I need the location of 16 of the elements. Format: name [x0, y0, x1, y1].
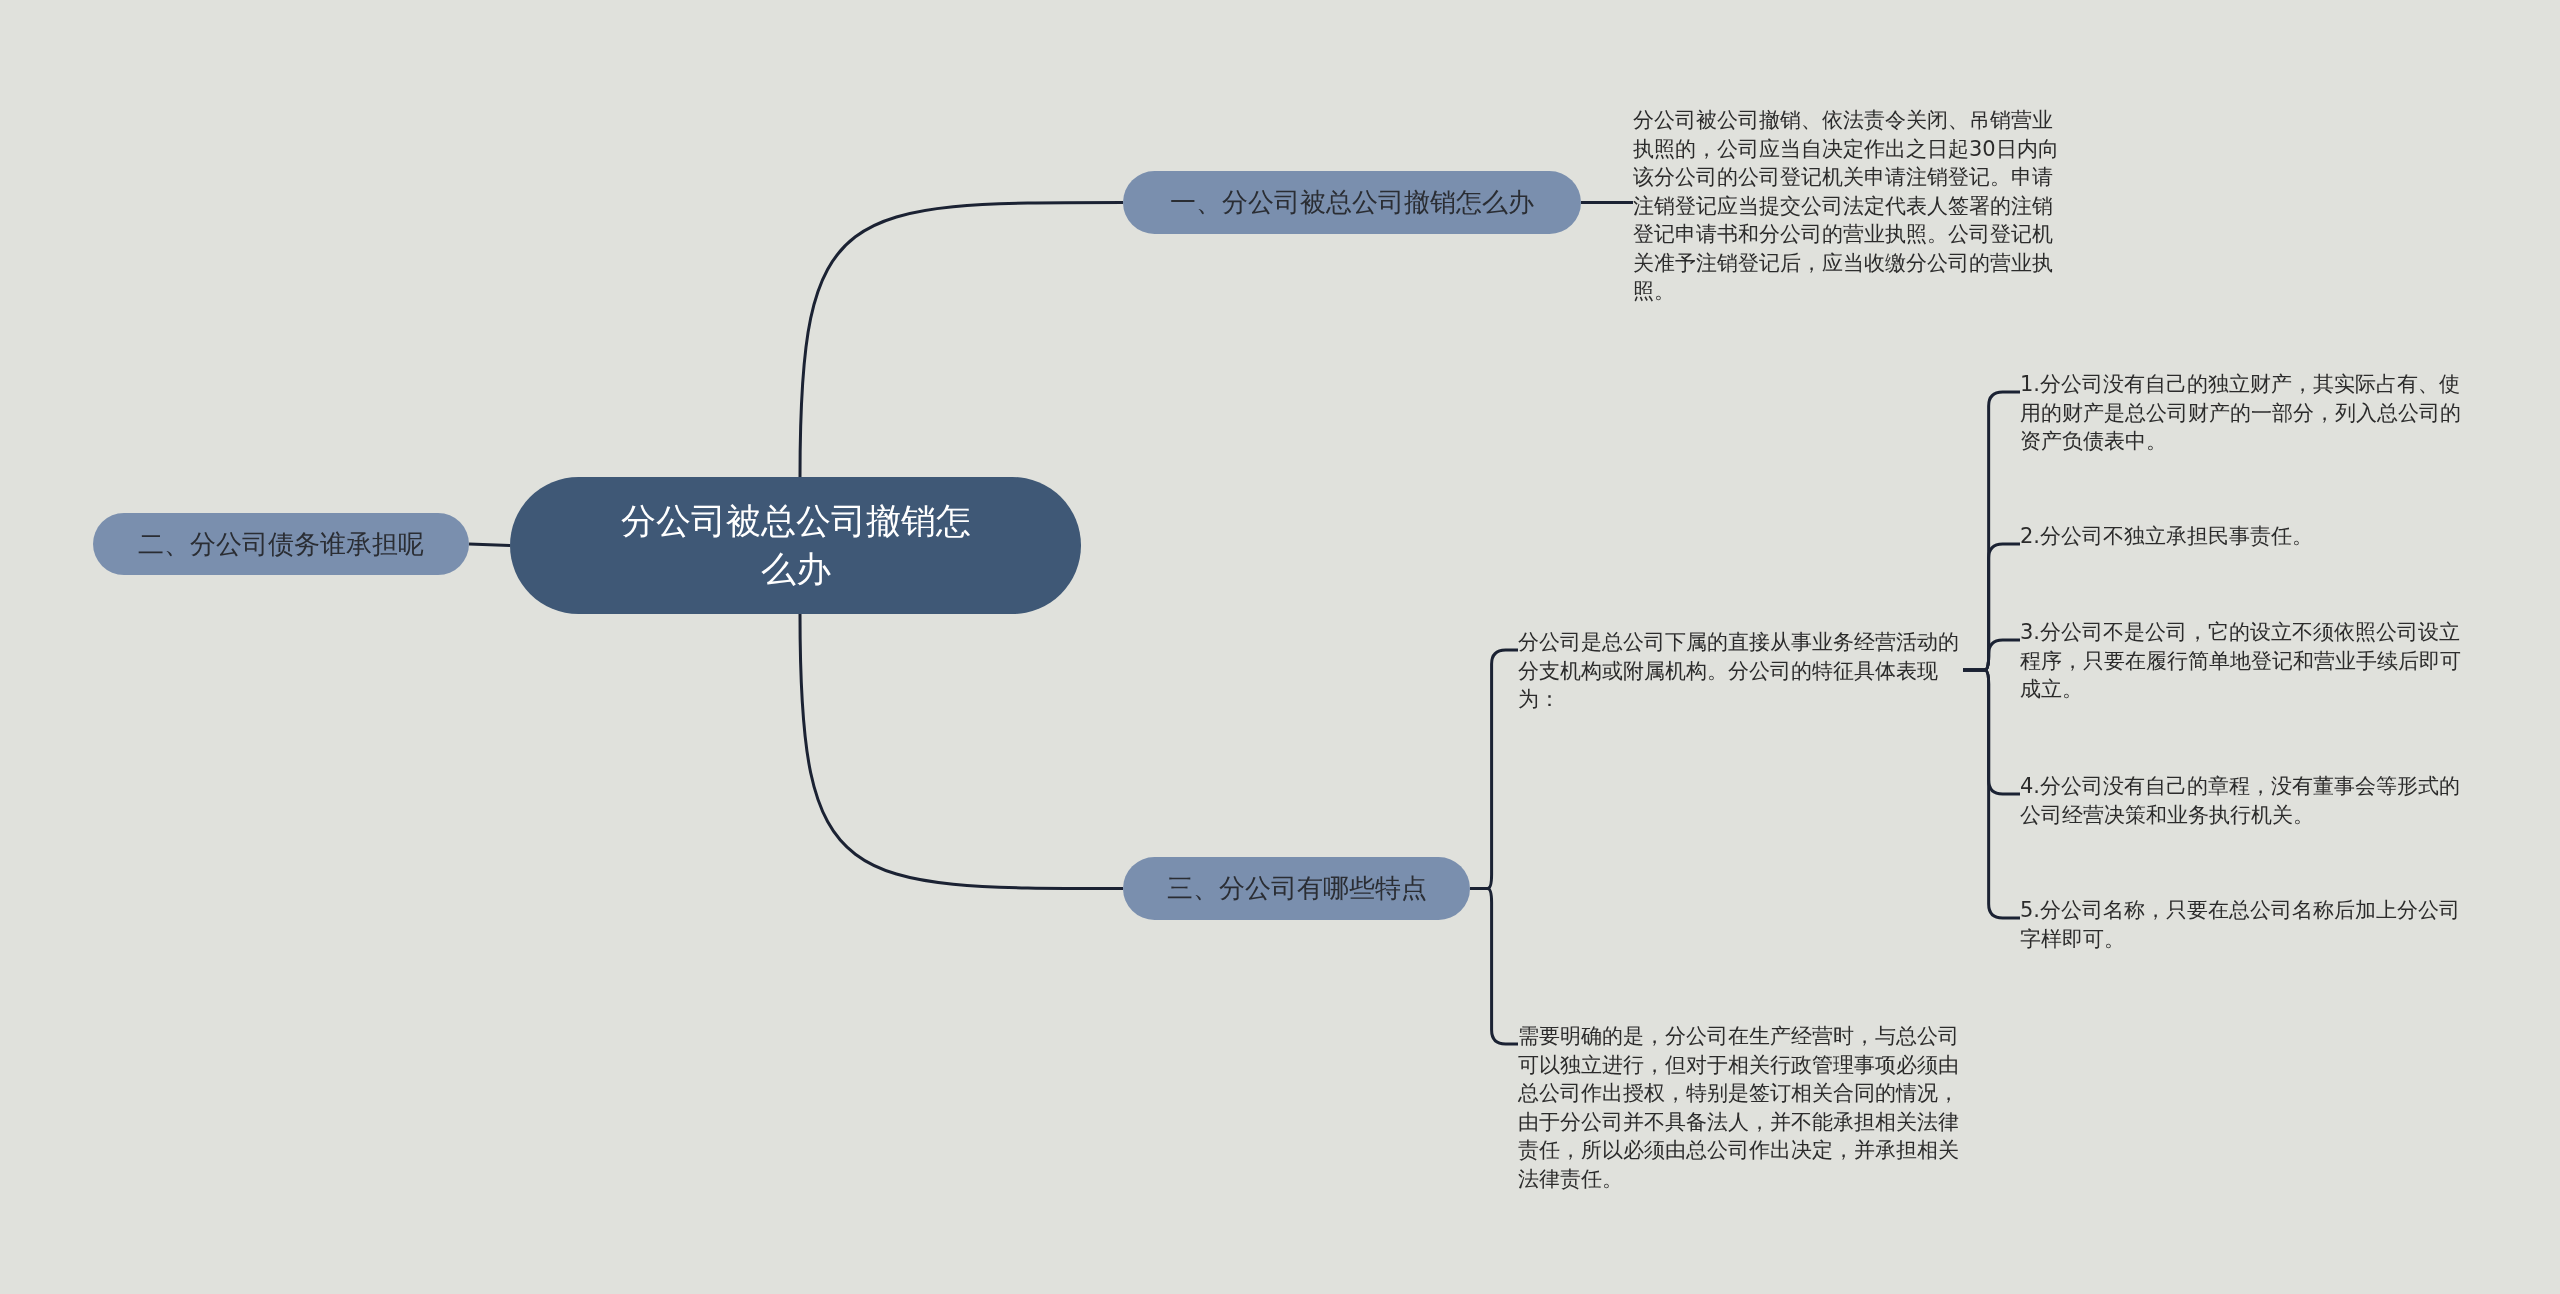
branch-topic: 二、分公司债务谁承担呢 — [93, 513, 469, 575]
branch-topic: 一、分公司被总公司撤销怎么办 — [1123, 171, 1581, 234]
detail-text: 5.分公司名称，只要在总公司名称后加上分公司字样即可。 — [2020, 896, 2465, 954]
detail-text: 4.分公司没有自己的章程，没有董事会等形式的公司经营决策和业务执行机关。 — [2020, 772, 2465, 830]
detail-text: 3.分公司不是公司，它的设立不须依照公司设立程序，只要在履行简单地登记和营业手续后即可成立。 — [2020, 618, 2465, 704]
detail-text: 1.分公司没有自己的独立财产，其实际占有、使用的财产是总公司财产的一部分，列入总公司的资产负债表中。 — [2020, 370, 2465, 456]
detail-text: 需要明确的是，分公司在生产经营时，与总公司可以独立进行，但对于相关行政管理事项必须由总公司作出授权，特别是签订相关合同的情况，由于分公司并不具备法人，并不能承担相关法律责任，所以必须由总公司作出决定，并承担相关法律责任。 — [1518, 1022, 1963, 1194]
connector-line — [798, 201, 1123, 478]
detail-text: 分公司是总公司下属的直接从事业务经营活动的分支机构或附属机构。分公司的特征具体表现为： — [1518, 628, 1963, 718]
detail-text: 分公司被公司撤销、依法责令关闭、吊销营业执照的，公司应当自决定作出之日起30日内向该分公司的公司登记机关申请注销登记。申请注销登记应当提交公司法定代表人签署的注销登记申请书和分公司的营业执照。公司登记机关准予注销登记后，应当收缴分公司的营业执照。 — [1633, 106, 2069, 302]
branch-topic: 三、分公司有哪些特点 — [1123, 857, 1470, 920]
connector-line — [468, 542, 511, 547]
connector-line — [798, 613, 1123, 890]
connector-line — [1581, 201, 1633, 204]
detail-text: 2.分公司不独立承担民事责任。 — [2020, 522, 2465, 552]
central-topic: 分公司被总公司撤销怎么办 — [510, 477, 1081, 614]
